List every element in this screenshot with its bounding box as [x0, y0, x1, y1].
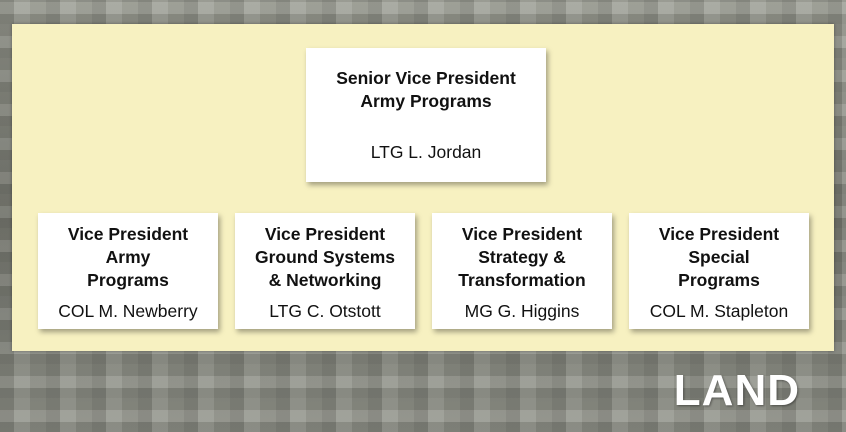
vp-title-line: Ground Systems	[254, 247, 396, 267]
vp-name: COL M. Newberry	[58, 301, 198, 321]
vp-title-line: Programs	[87, 270, 169, 290]
vp-title-line: & Networking	[268, 270, 382, 290]
senior-vp-box: Senior Vice President Army Programs LTG …	[306, 48, 546, 182]
vp-title-line: Transformation	[458, 270, 586, 290]
senior-vp-title-line1: Senior Vice President	[336, 68, 516, 88]
vp-title-line: Vice President	[67, 224, 189, 244]
land-logo: LAND	[673, 366, 800, 415]
vp-box-special-programs: Vice President Special Programs COL M. S…	[629, 213, 809, 329]
vp-title-line: Special	[688, 247, 750, 267]
vp-title: Vice President Strategy & Transformation	[432, 223, 612, 292]
vp-title-line: Army	[105, 247, 151, 267]
vp-box-ground-systems: Vice President Ground Systems & Networki…	[235, 213, 415, 329]
vp-title-line: Vice President	[264, 224, 386, 244]
senior-vp-title-line2: Army Programs	[360, 91, 492, 111]
vp-title: Vice President Army Programs	[38, 223, 218, 292]
vp-title-line: Programs	[678, 270, 760, 290]
vp-title: Vice President Special Programs	[629, 223, 809, 292]
vp-name: MG G. Higgins	[464, 301, 580, 321]
vp-title-line: Vice President	[461, 224, 583, 244]
senior-vp-title: Senior Vice President Army Programs	[306, 67, 546, 113]
vp-name: LTG C. Otstott	[269, 301, 381, 321]
senior-vp-name: LTG L. Jordan	[370, 142, 482, 162]
vp-title-line: Vice President	[658, 224, 780, 244]
vp-box-strategy-transformation: Vice President Strategy & Transformation…	[432, 213, 612, 329]
vp-title-line: Strategy &	[478, 247, 566, 267]
vp-box-army-programs: Vice President Army Programs COL M. Newb…	[38, 213, 218, 329]
vp-title: Vice President Ground Systems & Networki…	[235, 223, 415, 292]
vp-name: COL M. Stapleton	[649, 301, 789, 321]
